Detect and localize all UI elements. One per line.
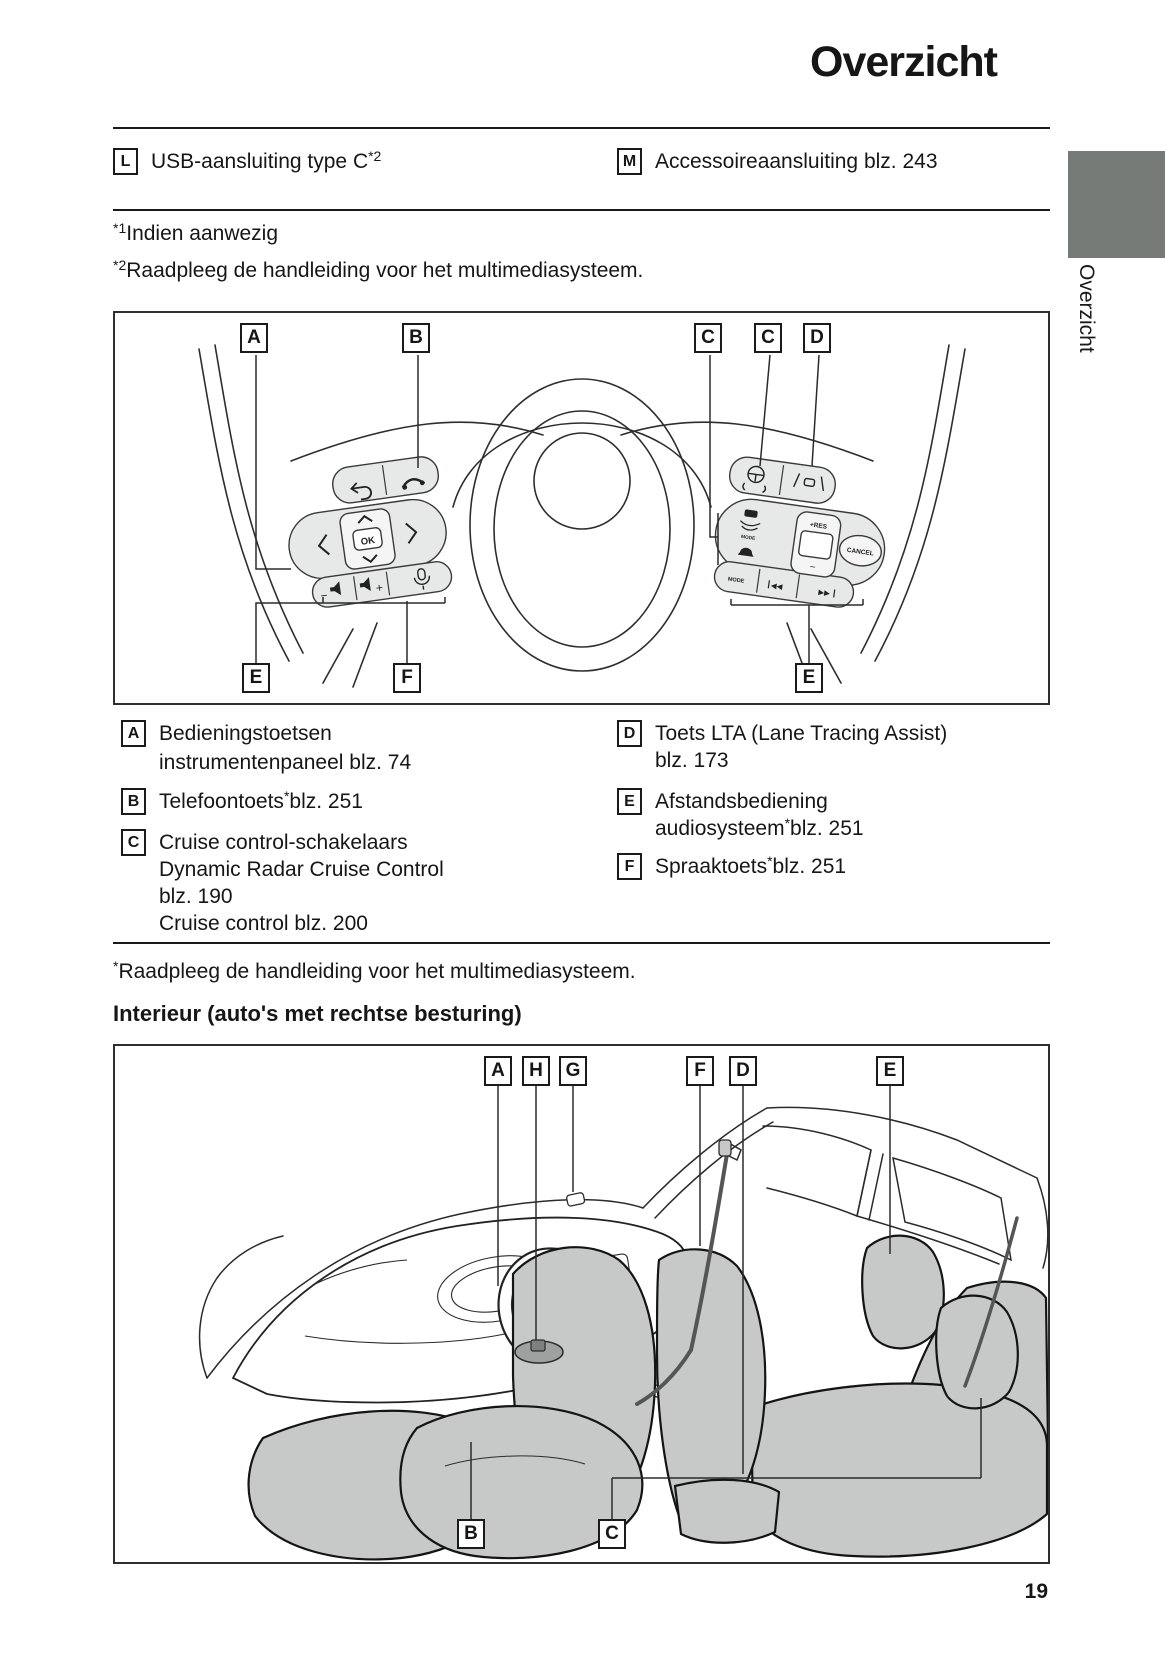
key-F: F [617,853,642,880]
page-title: Overzicht [810,38,998,86]
interior-diagram: A H G F D E B C [113,1044,1050,1564]
divider-under-connectors [113,209,1050,211]
interior-light-item [566,1192,586,1207]
callout-int-D: D [729,1056,757,1086]
legend-text-D: Toets LTA (Lane Tracing Assist) blz. 173 [655,722,948,772]
legend-item-C: C Cruise control-schakelaars Dynamic Rad… [121,829,444,937]
callout-int-A: A [484,1056,512,1086]
steering-assist-icon [742,465,767,494]
connector-label-L: USB-aansluiting type C*2 [151,147,382,173]
back-button-icon [350,482,372,501]
interior-callout-lines [470,1086,982,1520]
page-number: 19 [1024,1580,1048,1603]
driver-seatback [655,1248,767,1518]
connector-item-M: M Accessoireaansluiting blz. 243 [617,148,938,175]
mode-left-label: MODE [741,534,757,542]
legend-item-D: D Toets LTA (Lane Tracing Assist) blz. 1… [617,720,947,774]
key-B: B [121,788,146,815]
callout-int-C: C [598,1519,626,1549]
key-C: C [121,829,146,856]
key-E: E [617,788,642,815]
legend-text-C: Cruise control-schakelaars Dynamic Radar… [159,831,444,935]
key-M: M [617,148,642,175]
callout-wheel-B: B [402,323,430,353]
callout-int-E: E [876,1056,904,1086]
track-prev-icon: ◀◀ [770,581,784,592]
legend-text-A: Bedieningstoetsen instrumentenpaneel blz… [159,722,412,774]
lane-assist-icon [793,473,825,492]
callout-wheel-C2: C [754,323,782,353]
wheel-callout-lines [255,354,864,663]
interior-drawing [198,1086,1048,1561]
wheel-rim [198,344,966,688]
svg-text:−: − [320,588,329,603]
rear-headrest-1 [861,1234,945,1350]
cancel-button-label: CANCEL [846,547,874,558]
mode-bottom-label: MODE [727,577,745,585]
volume-up-icon: + [359,577,384,595]
callout-int-G: G [559,1056,587,1086]
seat-belts [635,1152,1019,1406]
driver-seat-cushion [673,1478,781,1544]
legend-text-B: Telefoontoets*blz. 251 [159,788,363,813]
legend-item-E: E Afstandsbediening audiosysteem*blz. 25… [617,788,864,844]
connector-item-L: L USB-aansluiting type C*2 [113,148,381,175]
key-A: A [121,720,146,747]
cushion-seam [444,1455,586,1467]
left-button-cluster: OK − + [288,456,453,608]
divider-under-legend [113,942,1050,944]
set-minus-label: − [809,562,816,574]
legend-item-F: F Spraaktoets*blz. 251 [617,853,846,882]
legend-text-F: Spraaktoets*blz. 251 [655,853,847,878]
rear-bench-cushion [749,1382,1048,1558]
chapter-tab-label: Overzicht [1075,264,1098,353]
footnote-2: *2Raadpleeg de handleiding voor het mult… [113,257,644,282]
arrow-pad-icons [317,514,418,564]
volume-down-icon: − [320,581,342,603]
svg-text:+: + [375,580,384,595]
right-button-cluster: MODE +RES − CANCEL MODE ◀◀ ▶▶ [713,456,886,608]
callout-int-B: B [457,1519,485,1549]
callout-wheel-F: F [393,663,421,693]
connector-label-M: Accessoireaansluiting blz. 243 [655,149,938,173]
callout-int-H: H [522,1056,550,1086]
legend-item-A: A Bedieningstoetsen instrumentenpaneel b… [121,720,411,776]
callout-wheel-E1: E [242,663,270,693]
phone-button-icon [401,478,426,490]
steering-wheel-diagram: OK − + [113,311,1050,705]
divider-top [113,127,1050,129]
footnote-star: *Raadpleeg de handleiding voor het multi… [113,958,636,983]
key-D: D [617,720,642,747]
belt-buckle [514,1339,564,1364]
voice-button-icon [413,568,430,590]
cruise-distance-icon [737,509,761,557]
track-next-icon: ▶▶ [818,587,832,598]
callout-int-F: F [686,1056,714,1086]
steering-wheel-drawing: OK − + [198,344,966,688]
callout-wheel-D: D [803,323,831,353]
callout-wheel-A: A [240,323,268,353]
chapter-tab-square [1068,151,1165,258]
legend-text-E: Afstandsbediening audiosysteem*blz. 251 [655,790,864,840]
res-button-label: +RES [809,521,828,530]
callout-wheel-C1: C [694,323,722,353]
car-body-outline [198,1106,1048,1379]
callout-wheel-E2: E [795,663,823,693]
interior-heading: Interieur (auto's met rechtse besturing) [113,1001,522,1026]
belt-retractor [718,1139,732,1157]
ok-button-label: OK [360,535,376,548]
key-L: L [113,148,138,175]
legend-item-B: B Telefoontoets*blz. 251 [121,788,363,817]
footnote-1: *1Indien aanwezig [113,220,279,245]
